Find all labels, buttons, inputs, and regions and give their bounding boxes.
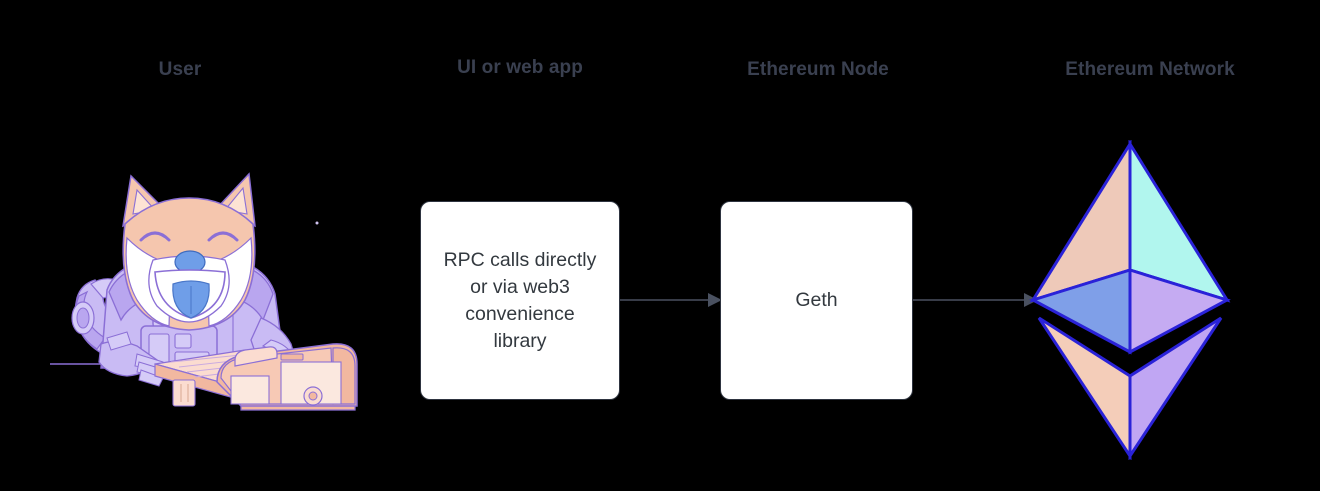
eth-facet-bottom-right: [1128, 316, 1223, 460]
node-box-geth[interactable]: Geth: [720, 201, 913, 400]
column-header-ethereum-network: Ethereum Network: [1065, 59, 1235, 80]
decorative-speck: [315, 221, 319, 225]
node-box-rpc-calls[interactable]: RPC calls directly or via web3 convenien…: [420, 201, 620, 400]
node-box-geth-label: Geth: [795, 289, 838, 311]
eth-facet-mid-right: [1128, 267, 1231, 355]
ethereum-diamond-logo: [1029, 140, 1231, 460]
node-box-rpc-calls-label: RPC calls directly or via web3 convenien…: [443, 248, 597, 352]
shiba-head: [122, 197, 256, 331]
retro-computer: [216, 343, 358, 411]
column-header-ethereum-node: Ethereum Node: [747, 59, 889, 80]
shiba-eye-left: [139, 231, 171, 242]
arrow-webapp-to-geth: [620, 293, 722, 307]
arrow-geth-to-network: [913, 293, 1038, 307]
column-header-ui-or-web-app: UI or web app: [457, 57, 583, 78]
shiba-eye-right: [207, 231, 239, 242]
column-header-user: User: [158, 59, 202, 80]
shiba-astronaut-illustration: [50, 172, 358, 411]
